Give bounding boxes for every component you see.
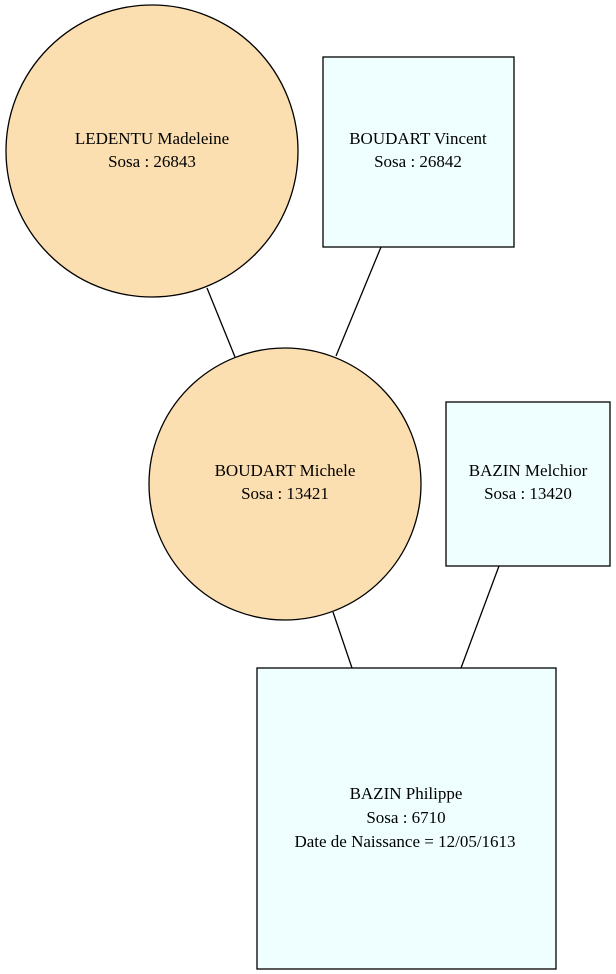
edge-melchior-philippe [460, 565, 500, 669]
person-birth-date: Date de Naissance = 12/05/1613 [294, 832, 515, 851]
person-node-madeleine[interactable]: LEDENTU Madeleine Sosa : 26843 [5, 4, 299, 298]
person-node-michele[interactable]: BOUDART Michele Sosa : 13421 [148, 347, 422, 621]
person-sosa: Sosa : 13421 [241, 484, 329, 503]
person-sosa: Sosa : 13420 [484, 484, 572, 503]
edge-madeleine-michele [206, 287, 236, 358]
person-sosa: Sosa : 6710 [366, 808, 445, 827]
person-node-philippe[interactable]: BAZIN Philippe Sosa : 6710 Date de Naiss… [256, 667, 557, 970]
male-box-shape [445, 401, 611, 567]
person-sosa: Sosa : 26843 [108, 152, 196, 171]
person-sosa: Sosa : 26842 [374, 152, 462, 171]
edges [206, 246, 500, 669]
person-node-vincent[interactable]: BOUDART Vincent Sosa : 26842 [322, 56, 515, 248]
person-name: LEDENTU Madeleine [75, 129, 229, 148]
person-name: BAZIN Melchior [469, 461, 588, 480]
edge-vincent-michele [335, 246, 382, 357]
female-circle-shape [5, 4, 299, 298]
person-name: BOUDART Vincent [349, 129, 487, 148]
male-box-shape [256, 667, 557, 970]
female-circle-shape [148, 347, 422, 621]
person-node-melchior[interactable]: BAZIN Melchior Sosa : 13420 [445, 401, 611, 567]
male-box-shape [322, 56, 515, 248]
edge-michele-philippe [332, 611, 353, 669]
person-name: BAZIN Philippe [350, 784, 463, 803]
person-name: BOUDART Michele [215, 461, 356, 480]
